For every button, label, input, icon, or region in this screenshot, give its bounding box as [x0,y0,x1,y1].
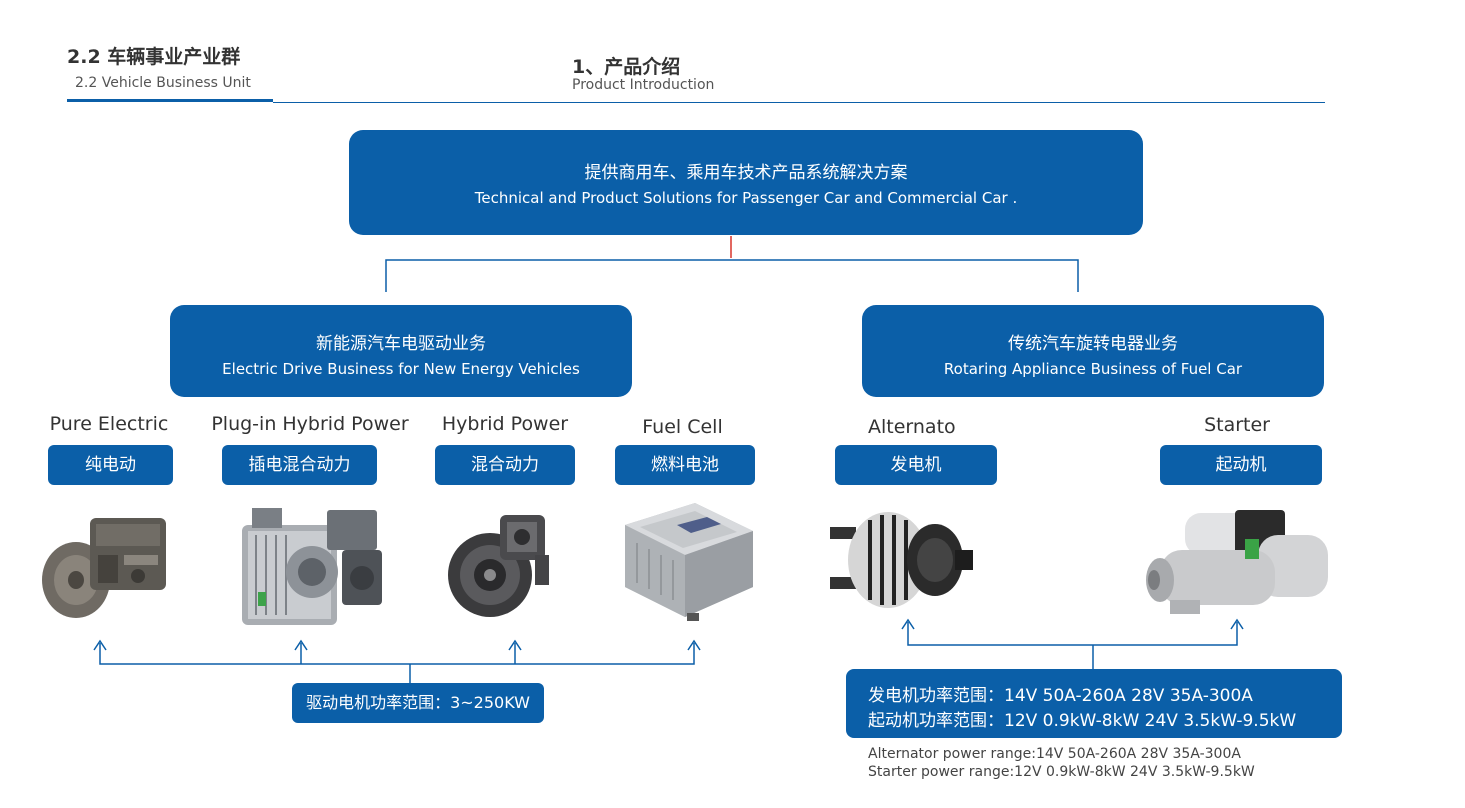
alternator-power-range-en: Alternator power range:14V 50A-260A 28V … [868,746,1241,762]
product-name: Hybrid Power [441,413,569,435]
product-name: Plug-in Hybrid Power [211,413,409,435]
product-name: Fuel Cell [642,416,723,438]
electric-drive-en: Electric Drive Business for New Energy V… [222,360,580,378]
tag-pure-electric: 纯电动 [48,445,173,485]
section-title: 2.2 车辆事业产业群 [67,46,241,68]
fuel-cell-icon [625,503,753,621]
rotary-appliance-box: 传统汽车旋转电器业务 Rotaring Appliance Business o… [862,305,1324,397]
electric-drive-box: 新能源汽车电驱动业务 Electric Drive Business for N… [170,305,632,397]
section-underline [67,99,273,102]
alternator-power-range-cn: 发电机功率范围：14V 50A-260A 28V 35A-300A [868,686,1253,706]
alternator-icon [830,512,973,608]
header-divider [273,102,1325,103]
solutions-cn: 提供商用车、乘用车技术产品系统解决方案 [584,163,908,183]
branch-connector [385,259,1079,292]
arrow-up-icon [294,639,308,651]
arrow-up-icon [901,618,915,630]
tag-alternator: 发电机 [835,445,997,485]
starter-icon [1146,510,1328,614]
solutions-en: Technical and Product Solutions for Pass… [474,189,1018,207]
solutions-box: 提供商用车、乘用车技术产品系统解决方案 Technical and Produc… [349,130,1143,235]
arrow-up-icon [687,639,701,651]
phev-motor-icon [242,508,382,625]
electric-drive-motor-icon [42,518,166,618]
page-title: 1、产品介绍 [572,56,681,78]
tag-plugin-hybrid: 插电混合动力 [222,445,377,485]
product-name: Starter [1204,414,1270,436]
starter-power-range-en: Starter power range:12V 0.9kW-8kW 24V 3.… [868,764,1255,780]
drive-motor-power-range: 驱动电机功率范围：3~250KW [292,683,544,723]
rotary-appliance-cn: 传统汽车旋转电器业务 [1008,334,1178,354]
rotary-appliance-en: Rotaring Appliance Business of Fuel Car [943,360,1243,378]
tag-fuel-cell: 燃料电池 [615,445,755,485]
product-name: Alternato [868,416,956,438]
hybrid-motor-icon [448,515,549,617]
electric-drive-cn: 新能源汽车电驱动业务 [316,334,486,354]
arrow-up-icon [1230,618,1244,630]
arrow-up-icon [93,639,107,651]
tag-starter: 起动机 [1160,445,1322,485]
tag-hybrid: 混合动力 [435,445,575,485]
rotary-power-range: 发电机功率范围：14V 50A-260A 28V 35A-300A 起动机功率范… [846,669,1342,738]
arrow-up-icon [508,639,522,651]
starter-power-range-cn: 起动机功率范围：12V 0.9kW-8kW 24V 3.5kW-9.5kW [868,711,1297,731]
product-name: Pure Electric [49,413,169,435]
section-subtitle: 2.2 Vehicle Business Unit [75,75,251,91]
page-subtitle: Product Introduction [572,77,715,93]
